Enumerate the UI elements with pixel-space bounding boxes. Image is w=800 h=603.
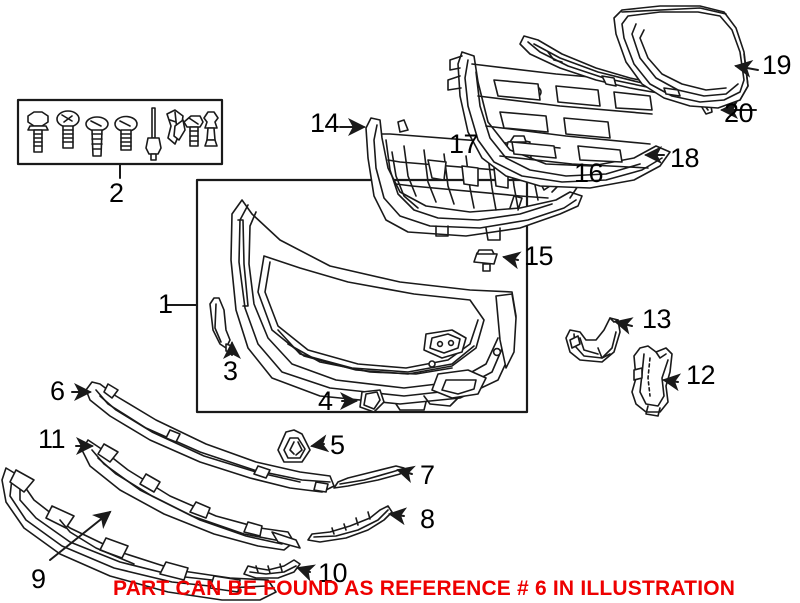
reference-note: PART CAN BE FOUND AS REFERENCE # 6 IN IL… — [113, 577, 736, 600]
callout-5[interactable]: 5 — [330, 430, 345, 460]
callout-15[interactable]: 15 — [524, 241, 554, 271]
lower-grille-molding-6 — [85, 381, 335, 493]
upper-grille-trim-19 — [613, 5, 749, 109]
retainer-clip-15 — [473, 249, 498, 272]
callout-12[interactable]: 12 — [686, 360, 716, 390]
bracket-12 — [631, 345, 673, 417]
lower-trim-right-8 — [307, 505, 393, 543]
push-rivet-icon — [145, 107, 162, 161]
spring-clip-icon — [166, 109, 186, 145]
callout-11[interactable]: 11 — [38, 424, 66, 454]
callout-4[interactable]: 4 — [318, 386, 333, 416]
trim-strip-7 — [333, 465, 405, 489]
pan-head-screw-icon — [56, 110, 80, 149]
callout-17[interactable]: 17 — [449, 129, 479, 159]
lower-deflector-11 — [81, 439, 301, 551]
callout-3[interactable]: 3 — [223, 356, 238, 386]
lower-valance-9 — [1, 467, 277, 601]
pan-head-screw-2-icon — [114, 115, 138, 151]
callout-14[interactable]: 14 — [310, 108, 340, 138]
callout-8[interactable]: 8 — [420, 504, 435, 534]
upper-grille-panel-18 — [447, 51, 671, 189]
callout-10[interactable]: 10 — [318, 558, 348, 588]
plastic-clip-icon — [203, 111, 219, 147]
callout-7[interactable]: 7 — [420, 460, 435, 490]
grommet-5 — [277, 429, 311, 463]
callout-13[interactable]: 13 — [642, 304, 672, 334]
lower-trim-left-10 — [243, 559, 301, 579]
hex-flange-bolt-icon — [27, 111, 49, 153]
callout-2[interactable]: 2 — [109, 178, 124, 208]
callout-1[interactable]: 1 — [158, 289, 173, 319]
front-bumper-cover — [230, 199, 517, 411]
tapping-screw-icon — [85, 116, 109, 157]
callout-20[interactable]: 20 — [724, 98, 754, 128]
hardware-kit-box — [16, 98, 224, 179]
callout-19[interactable]: 19 — [762, 50, 792, 80]
callout-6[interactable]: 6 — [50, 376, 65, 406]
grille-reinforcement-14 — [365, 117, 583, 241]
tow-hook-cover-4 — [359, 389, 385, 413]
callout-16[interactable]: 16 — [574, 158, 604, 188]
bracket-13 — [565, 317, 621, 363]
callout-18[interactable]: 18 — [670, 143, 700, 173]
callout-9[interactable]: 9 — [31, 564, 46, 594]
button-screw-icon — [183, 115, 204, 147]
